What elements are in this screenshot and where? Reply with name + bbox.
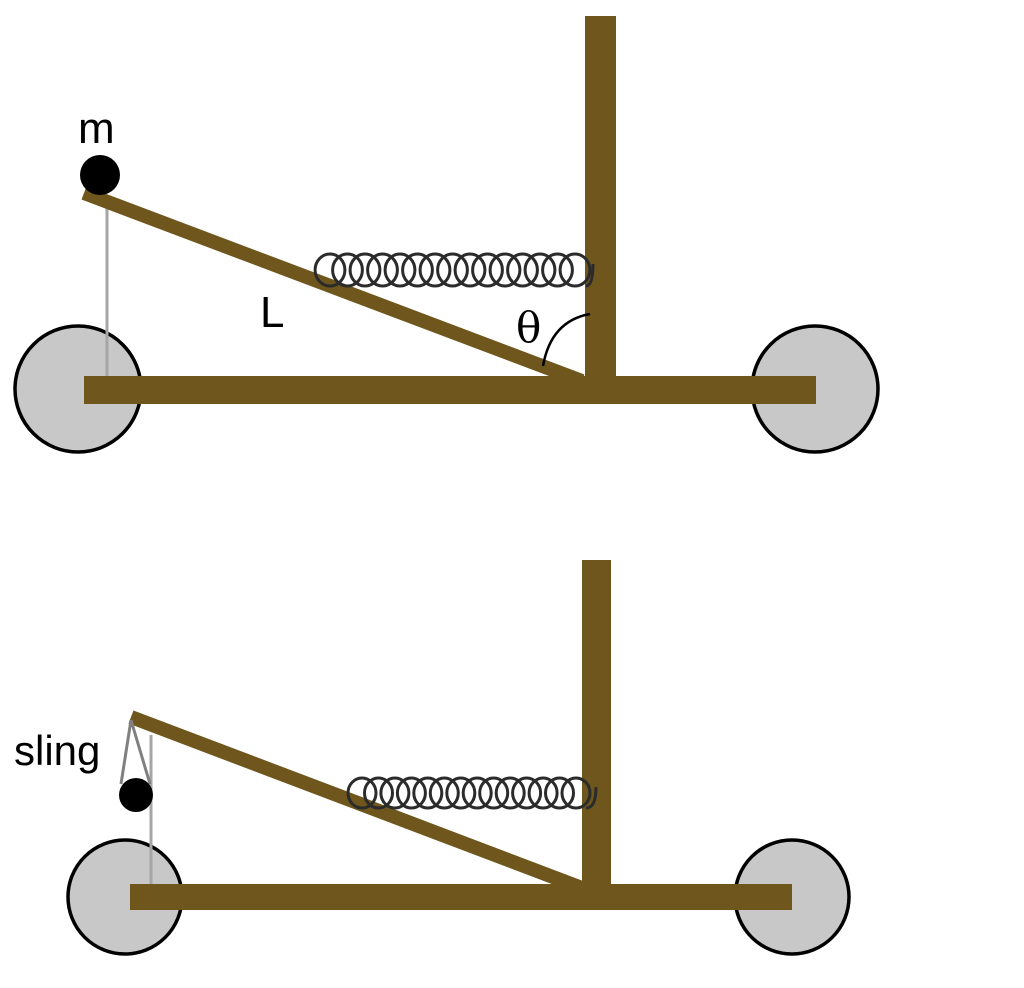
sling-cord bbox=[119, 719, 152, 785]
spring-coil bbox=[478, 776, 510, 810]
spring-coil bbox=[428, 776, 460, 810]
spring-coil bbox=[436, 252, 469, 288]
spring-coil bbox=[511, 776, 543, 810]
top-base-beam bbox=[84, 376, 816, 404]
spring-coil bbox=[494, 776, 526, 810]
spring-coil bbox=[348, 252, 382, 288]
bottom-throwing-arm bbox=[128, 710, 585, 895]
spring-coil bbox=[471, 252, 504, 288]
spring-coil bbox=[401, 252, 434, 288]
spring-coil bbox=[453, 252, 487, 288]
sling-label: sling bbox=[14, 727, 100, 774]
spring-coil bbox=[523, 252, 557, 288]
spring-coil bbox=[488, 252, 522, 288]
spring-coil bbox=[544, 776, 575, 810]
bottom-base-beam bbox=[130, 884, 792, 910]
top-catapult: m L θ bbox=[13, 16, 880, 454]
bottom-catapult: sling bbox=[14, 560, 851, 956]
spring-coil bbox=[506, 252, 539, 288]
spring-coil bbox=[331, 252, 364, 288]
spring-coil bbox=[395, 776, 427, 810]
spring-coil bbox=[363, 776, 394, 810]
spring-coil bbox=[445, 776, 477, 810]
spring-coil bbox=[379, 776, 411, 810]
bottom-vertical-post bbox=[582, 560, 611, 888]
spring-coil bbox=[418, 252, 452, 288]
top-spring bbox=[313, 252, 595, 288]
spring-coil bbox=[383, 252, 417, 288]
mass-label: m bbox=[78, 104, 115, 153]
spring-coil bbox=[346, 776, 378, 810]
top-vertical-post bbox=[585, 16, 616, 378]
spring-coil bbox=[366, 252, 399, 288]
spring-hook bbox=[585, 263, 595, 288]
spring-coil bbox=[560, 776, 592, 810]
angle-label: θ bbox=[516, 303, 541, 352]
spring-coil bbox=[412, 776, 444, 810]
spring-coil bbox=[461, 776, 493, 810]
spring-coil bbox=[527, 776, 559, 810]
spring-coil bbox=[541, 252, 574, 288]
top-angle-arc bbox=[541, 312, 591, 367]
bottom-spring bbox=[346, 776, 598, 810]
top-mass bbox=[80, 155, 120, 195]
length-label: L bbox=[260, 288, 284, 337]
spring-coil bbox=[313, 252, 347, 288]
spring-hook bbox=[585, 786, 598, 810]
sling-projectile bbox=[119, 778, 153, 812]
spring-coil bbox=[558, 252, 592, 288]
